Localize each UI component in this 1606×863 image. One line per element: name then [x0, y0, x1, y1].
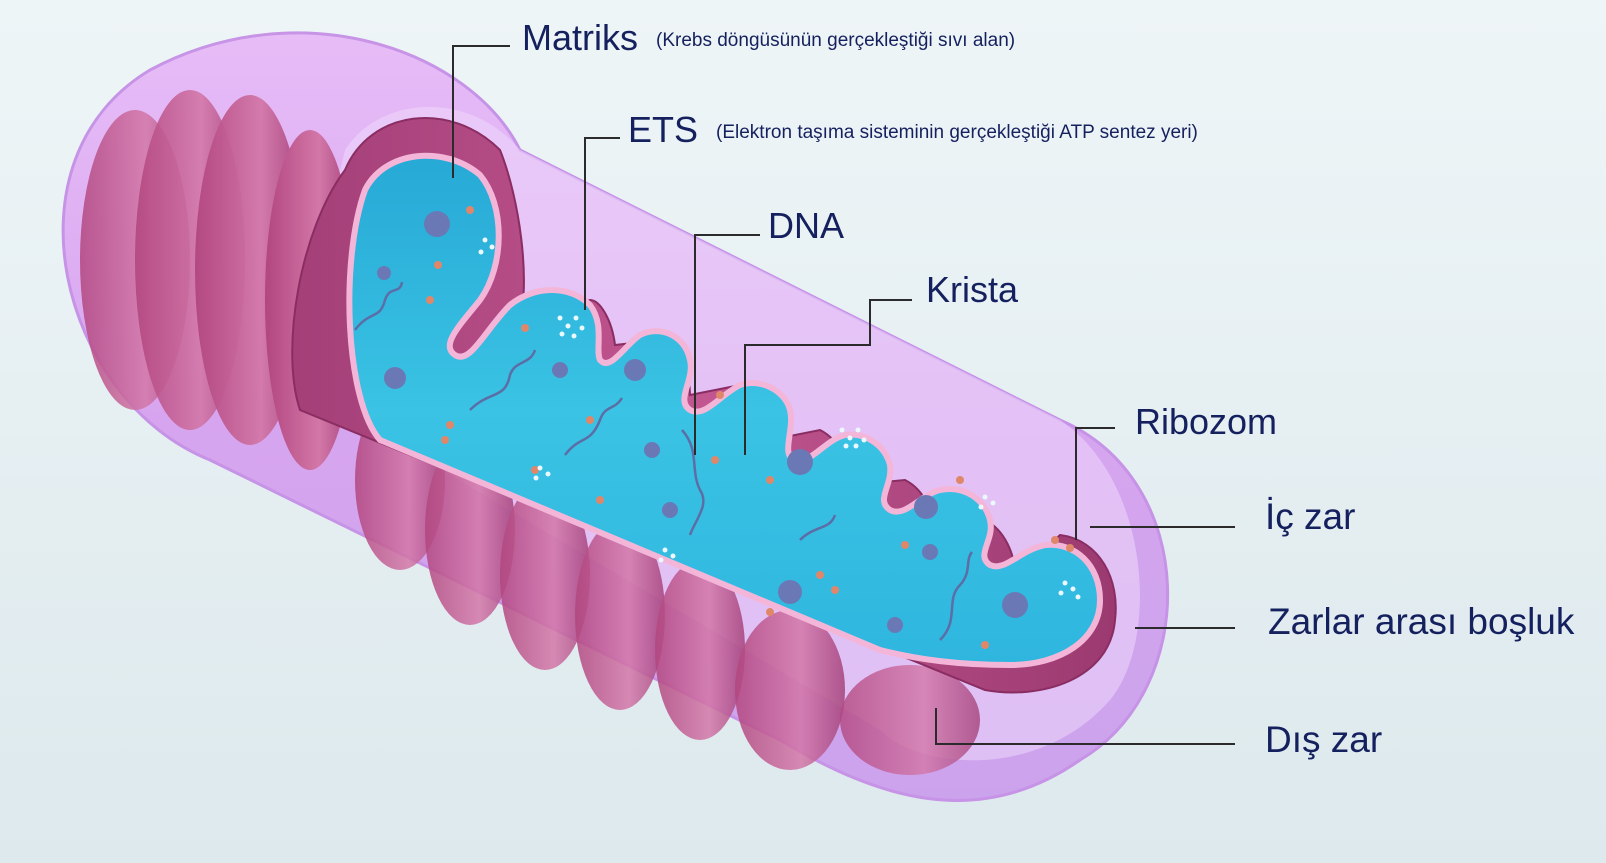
label-zarlar-arasi: Zarlar arası boşluk — [1268, 603, 1574, 640]
label-ic-zar: İç zar — [1265, 498, 1355, 535]
label-krista-name: Krista — [926, 269, 1018, 310]
label-dna: DNA — [768, 208, 844, 244]
label-ets-note: (Elektron taşıma sisteminin gerçekleştiğ… — [716, 122, 1198, 143]
label-zarlar-arasi-name: Zarlar arası boşluk — [1268, 601, 1574, 642]
label-dna-name: DNA — [768, 205, 844, 246]
label-krista: Krista — [926, 272, 1018, 308]
label-ribozom-name: Ribozom — [1135, 401, 1277, 442]
label-matriks: Matriks (Krebs döngüsünün gerçekleştiği s… — [522, 20, 1015, 56]
label-ic-zar-name: İç zar — [1265, 496, 1355, 537]
label-dis-zar-name: Dış zar — [1265, 719, 1382, 760]
label-matriks-note: (Krebs döngüsünün gerçekleştiği sıvı ala… — [656, 30, 1015, 51]
label-matriks-name: Matriks — [522, 17, 638, 58]
label-ribozom: Ribozom — [1135, 404, 1277, 440]
label-ets: ETS (Elektron taşıma sisteminin gerçekleş… — [628, 112, 1198, 148]
label-dis-zar: Dış zar — [1265, 721, 1382, 758]
label-ets-name: ETS — [628, 109, 698, 150]
